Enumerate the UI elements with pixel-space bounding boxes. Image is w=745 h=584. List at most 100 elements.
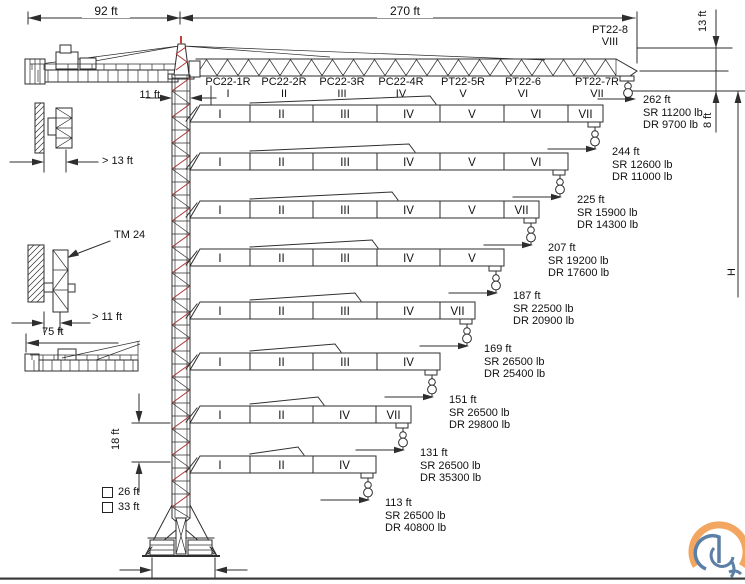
jib-section-numeral: IV [403, 109, 414, 121]
jib-bar [189, 455, 377, 474]
trolley [459, 318, 473, 325]
jib-section-numeral: I [218, 460, 221, 472]
leader-arrow [394, 446, 405, 454]
base-ballast [149, 539, 175, 556]
hook-block [463, 327, 471, 335]
section-numeral: VI [517, 88, 529, 100]
jib-section-numeral: VI [531, 157, 542, 169]
config-dr: DR 9700 lb [643, 119, 699, 131]
config-sr: SR 19200 lb [548, 254, 609, 267]
hoist-winch [55, 51, 79, 70]
jib-section-numeral: III [340, 205, 350, 217]
counterjib-deck [27, 69, 179, 83]
crane-base [142, 504, 220, 557]
mast-section-dimension: 18 ft [110, 428, 122, 450]
config-dr: DR 35300 lb [420, 472, 482, 484]
config-length: 207 ft [548, 242, 576, 254]
jib-section-numeral: III [340, 306, 350, 318]
config-dr: DR 17600 lb [548, 267, 610, 279]
tie-model-label: TM 24 [114, 229, 146, 241]
jib-section-numeral: I [218, 205, 221, 217]
jib-bar [189, 152, 569, 171]
jib-section-numeral: IV [339, 410, 350, 422]
hook-block [556, 178, 564, 186]
section-numeral: I [226, 88, 230, 100]
jib-bar [189, 200, 540, 219]
jib-section-numeral: IV [403, 253, 414, 265]
jib-bar [189, 301, 476, 320]
section-name: PC22-4R [378, 76, 424, 88]
trolley [395, 422, 409, 429]
main-crane [24, 36, 638, 98]
section-numeral: II [280, 88, 288, 100]
config-sr: SR 26500 lb [449, 406, 510, 419]
jib-section-numeral: I [218, 253, 221, 265]
base-option-row: 26 ft [102, 486, 139, 498]
jib-section-numeral: II [278, 109, 284, 121]
tower-top [173, 43, 190, 76]
jib-section-numeral: VI [531, 109, 542, 121]
section-name: PT22-7R [574, 76, 620, 88]
jib-section-numeral: II [278, 460, 284, 472]
section-name: PT22-6 [504, 76, 542, 88]
jib-section-numeral: II [278, 205, 284, 217]
hook-block [399, 431, 407, 439]
config-sr: SR 22500 lb [513, 302, 574, 315]
jib-section-numeral: V [468, 157, 476, 169]
short-counterjib-dimension: 75 ft [42, 326, 64, 338]
section-numeral: IV [395, 88, 407, 100]
counterjib-dimension: 92 ft [82, 4, 130, 18]
jib-section-numeral: II [278, 157, 284, 169]
leader-arrow [522, 241, 533, 249]
base-ballast [187, 539, 213, 556]
hook-block [623, 88, 633, 98]
tip-height-dimension: 13 ft [697, 10, 709, 32]
jib-section-numeral: III [340, 109, 350, 121]
leader-arrow [487, 289, 498, 297]
config-dr: DR 20900 lb [513, 315, 575, 327]
jib-section-numeral: IV [403, 306, 414, 318]
hook-block [428, 378, 436, 386]
section-numeral: III [337, 88, 347, 100]
config-sr: SR 11200 lb [643, 106, 703, 119]
trolley [360, 472, 374, 479]
hook-block [591, 130, 599, 138]
config-dr: DR 14300 lb [577, 219, 639, 231]
section-numeral: V [459, 88, 467, 100]
jib-bar [189, 104, 604, 123]
config-length: 262 ft [643, 94, 671, 106]
jib-section-numeral: VII [386, 410, 400, 422]
jib-section-numeral: IV [403, 205, 414, 217]
config-sr: SR 26500 lb [385, 509, 446, 522]
tip-section-numeral: VIII [601, 36, 619, 48]
base-option-checkbox[interactable] [102, 501, 113, 513]
section-numeral: VII [590, 88, 604, 100]
base-option-checkbox[interactable] [102, 486, 113, 498]
short-counterjib-detail [24, 340, 141, 372]
config-sr: SR 26500 lb [420, 459, 481, 472]
trolley [488, 265, 502, 272]
config-length: 187 ft [513, 290, 541, 302]
jib-section-numeral: I [218, 357, 221, 369]
hook-block [555, 184, 565, 195]
tie-bracket [47, 117, 57, 136]
leader-arrow [586, 145, 597, 153]
jib-dimension: 270 ft [377, 4, 433, 18]
logo-blue-hook [709, 546, 743, 578]
section-name: PC22-1R [205, 76, 251, 88]
trolley [619, 75, 635, 82]
